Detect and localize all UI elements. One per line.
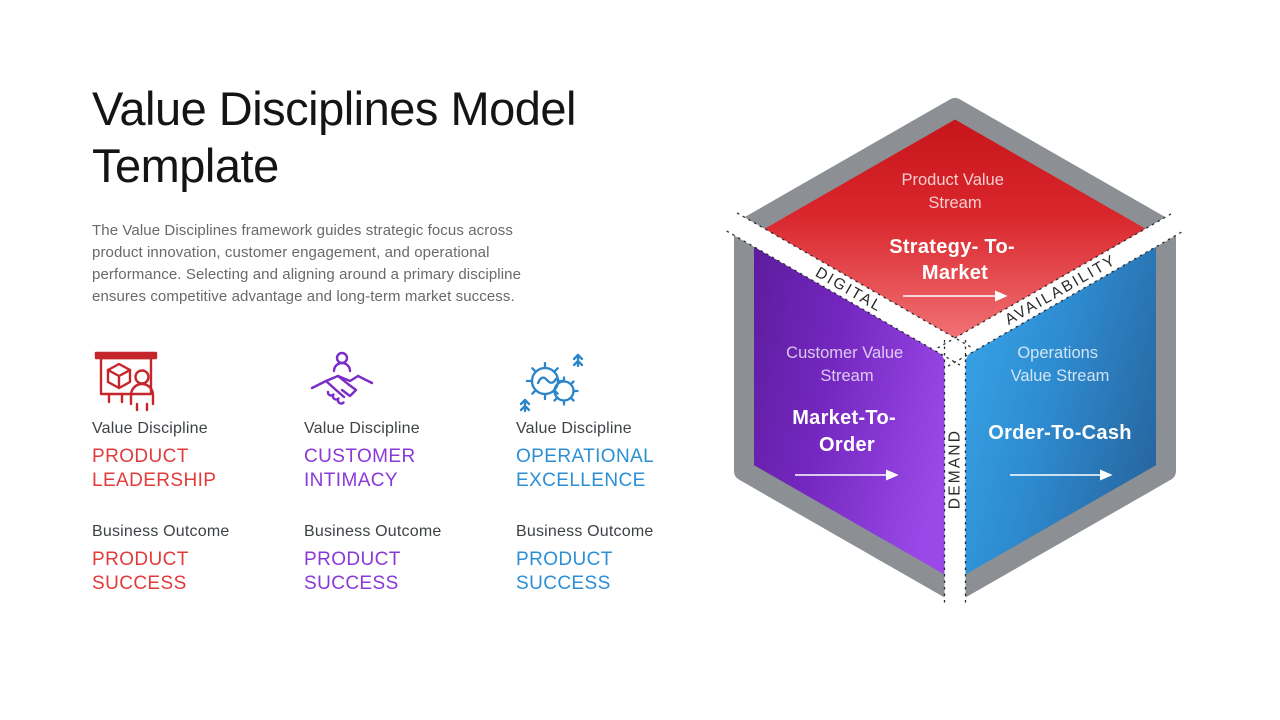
outcome-value: PRODUCT SUCCESS — [304, 549, 401, 594]
top-face-process-label: Strategy- To- Market — [889, 236, 1021, 284]
discipline-columns: Value Discipline PRODUCT LEADERSHIP Busi… — [92, 350, 728, 596]
right-face-stream-label: Operations Value Stream — [1011, 344, 1110, 385]
edge-label-demand: DEMAND — [947, 429, 964, 509]
presentation-cube-icon — [94, 351, 158, 412]
dashed-edge-lines — [726, 212, 1184, 604]
gears-improvement-icon — [519, 353, 584, 413]
discipline-value: CUSTOMER INTIMACY — [304, 446, 416, 491]
outcome-label: Business Outcome — [516, 523, 654, 540]
icon-box — [516, 350, 706, 420]
discipline-label: Value Discipline — [516, 420, 632, 437]
page-description: The Value Disciplines framework guides s… — [92, 222, 522, 305]
icon-box — [92, 350, 282, 420]
right-face-process-label: Order-To-Cash — [988, 422, 1132, 444]
left-face-process-label: Market-To- Order — [792, 407, 902, 456]
cube-diagram-svg: Product Value Stream Strategy- To- Marke… — [721, 98, 1189, 608]
column-operational-excellence: Value Discipline OPERATIONAL EXCELLENCE … — [516, 350, 706, 596]
column-product-leadership: Value Discipline PRODUCT LEADERSHIP Busi… — [92, 350, 282, 596]
page-title: Value Disciplines Model Template — [92, 82, 576, 192]
outcome-label: Business Outcome — [92, 523, 230, 540]
column-customer-intimacy: Value Discipline CUSTOMER INTIMACY Busin… — [304, 350, 494, 596]
discipline-label: Value Discipline — [92, 420, 208, 437]
outcome-value: PRODUCT SUCCESS — [92, 549, 189, 594]
discipline-value: OPERATIONAL EXCELLENCE — [516, 446, 654, 491]
outcome-value: PRODUCT SUCCESS — [516, 549, 613, 594]
outcome-label: Business Outcome — [304, 523, 442, 540]
value-stream-cube-diagram: Product Value Stream Strategy- To- Marke… — [718, 86, 1192, 646]
top-face-stream-label: Product Value Stream — [901, 171, 1008, 212]
discipline-value: PRODUCT LEADERSHIP — [92, 446, 217, 491]
handshake-icon — [310, 351, 374, 405]
discipline-label: Value Discipline — [304, 420, 420, 437]
left-face-stream-label: Customer Value Stream — [786, 344, 908, 385]
separator-bands — [721, 210, 1189, 608]
icon-box — [304, 350, 494, 420]
